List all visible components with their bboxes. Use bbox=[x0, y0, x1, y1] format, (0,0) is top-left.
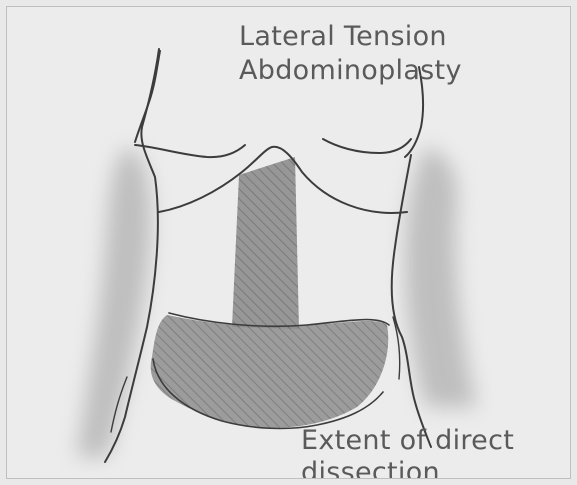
lower-dissection-zone bbox=[151, 315, 389, 428]
left-breast-fold bbox=[135, 145, 245, 157]
title-line-1: Lateral Tension bbox=[239, 21, 447, 52]
midline-dissection-band bbox=[232, 157, 299, 329]
left-flank-shading bbox=[77, 147, 151, 457]
annotation-line-2: dissection bbox=[301, 457, 440, 479]
sketch-paper: Lateral Tension Abdominoplasty Extent of… bbox=[6, 6, 571, 479]
annotation-line-1: Extent of direct bbox=[301, 425, 514, 456]
right-breast-fold bbox=[323, 139, 411, 153]
title-line-2: Abdominoplasty bbox=[239, 55, 462, 86]
right-flank-shading bbox=[405, 147, 477, 407]
